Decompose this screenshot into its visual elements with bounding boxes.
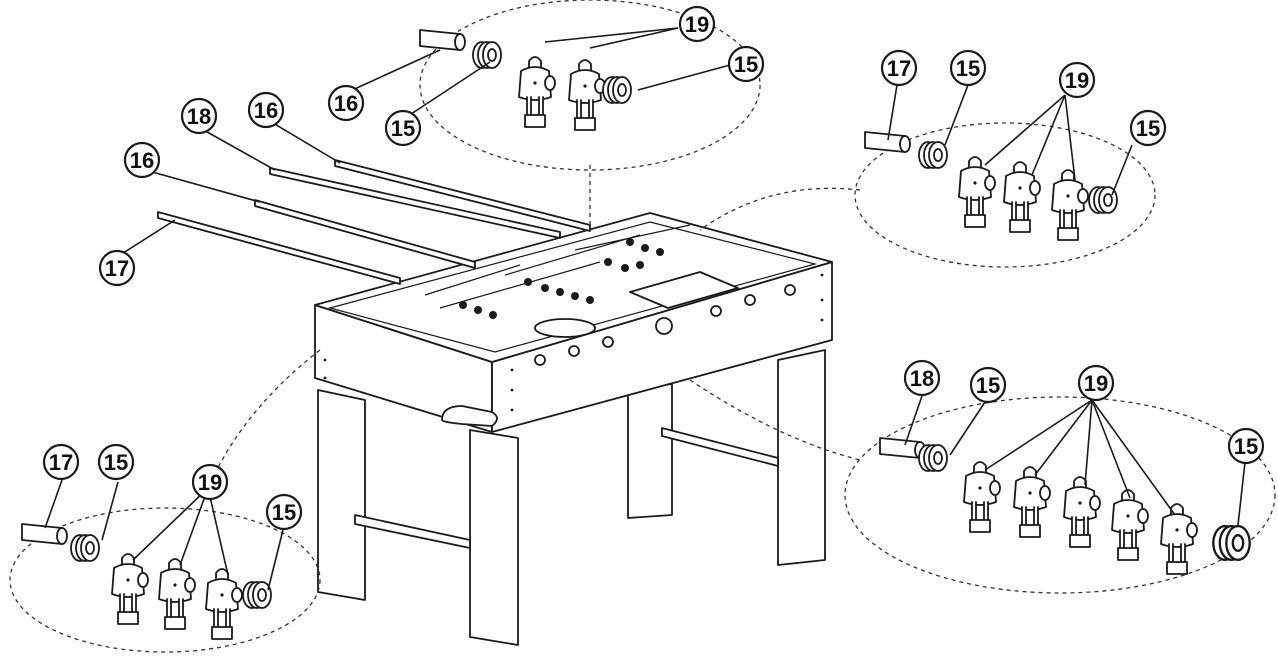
rod-18 (269, 167, 561, 239)
svg-text:19: 19 (198, 470, 222, 495)
foosball-table (314, 212, 833, 646)
svg-text:15: 15 (734, 52, 758, 77)
callout-rod-18: 18 (180, 97, 218, 135)
svg-text:15: 15 (1234, 434, 1258, 459)
rod-assembly-right-bottom (879, 437, 1251, 575)
callout-left-bottom-19: 19 (191, 463, 229, 501)
svg-text:19: 19 (685, 12, 709, 37)
callout-right-bottom-18: 18 (903, 359, 941, 397)
rod-assembly-right-top (864, 131, 1118, 241)
callout-right-bottom-15-left: 15 (969, 366, 1007, 404)
svg-text:15: 15 (1136, 116, 1160, 141)
leader-lines (44, 27, 1246, 591)
svg-text:18: 18 (187, 104, 211, 129)
leg-back-left (627, 383, 673, 519)
stretcher-left (354, 514, 471, 549)
callout-rod-16-lower: 16 (123, 141, 161, 179)
cabinet-top (314, 212, 833, 363)
table-players (459, 238, 664, 319)
callout-top-15-left: 15 (384, 109, 422, 147)
svg-text:18: 18 (910, 366, 934, 391)
callout-right-bottom-19: 19 (1077, 364, 1115, 402)
callout-top-15-right: 15 (727, 45, 765, 83)
svg-text:16: 16 (254, 98, 278, 123)
callout-right-top-17: 17 (880, 49, 918, 87)
leg-back-right (777, 349, 826, 566)
callout-rod-17: 17 (98, 249, 136, 287)
callout-left-bottom-15-right: 15 (265, 493, 303, 531)
svg-text:15: 15 (104, 450, 128, 475)
rod-assembly-left-bottom (21, 523, 272, 640)
callout-left-bottom-15-left: 15 (97, 443, 135, 481)
callout-right-bottom-15-right: 15 (1227, 427, 1265, 465)
callout-top-19: 19 (678, 5, 716, 43)
callout-right-top-19: 19 (1058, 61, 1096, 99)
svg-text:17: 17 (105, 256, 129, 281)
svg-text:15: 15 (976, 373, 1000, 398)
callout-right-top-15-right: 15 (1129, 109, 1167, 147)
leg-front-left (317, 389, 366, 601)
callout-left-bottom-17: 17 (42, 443, 80, 481)
loose-rods (157, 159, 591, 285)
rod-16-upper (334, 159, 591, 232)
svg-text:16: 16 (130, 148, 154, 173)
svg-text:17: 17 (887, 56, 911, 81)
svg-text:15: 15 (956, 56, 980, 81)
svg-text:15: 15 (272, 500, 296, 525)
leg-front-center (469, 429, 519, 646)
svg-text:15: 15 (391, 116, 415, 141)
svg-text:16: 16 (334, 91, 358, 116)
rod-17 (157, 211, 401, 285)
callout-rod-16-upper: 16 (247, 91, 285, 129)
rod-16-lower (254, 199, 476, 269)
callout-right-top-15-left: 15 (949, 49, 987, 87)
svg-text:17: 17 (49, 450, 73, 475)
stretcher-right (661, 427, 779, 467)
svg-text:19: 19 (1084, 371, 1108, 396)
rod-assembly-top (419, 29, 632, 131)
callout-top-16: 16 (327, 84, 365, 122)
svg-text:19: 19 (1065, 68, 1089, 93)
